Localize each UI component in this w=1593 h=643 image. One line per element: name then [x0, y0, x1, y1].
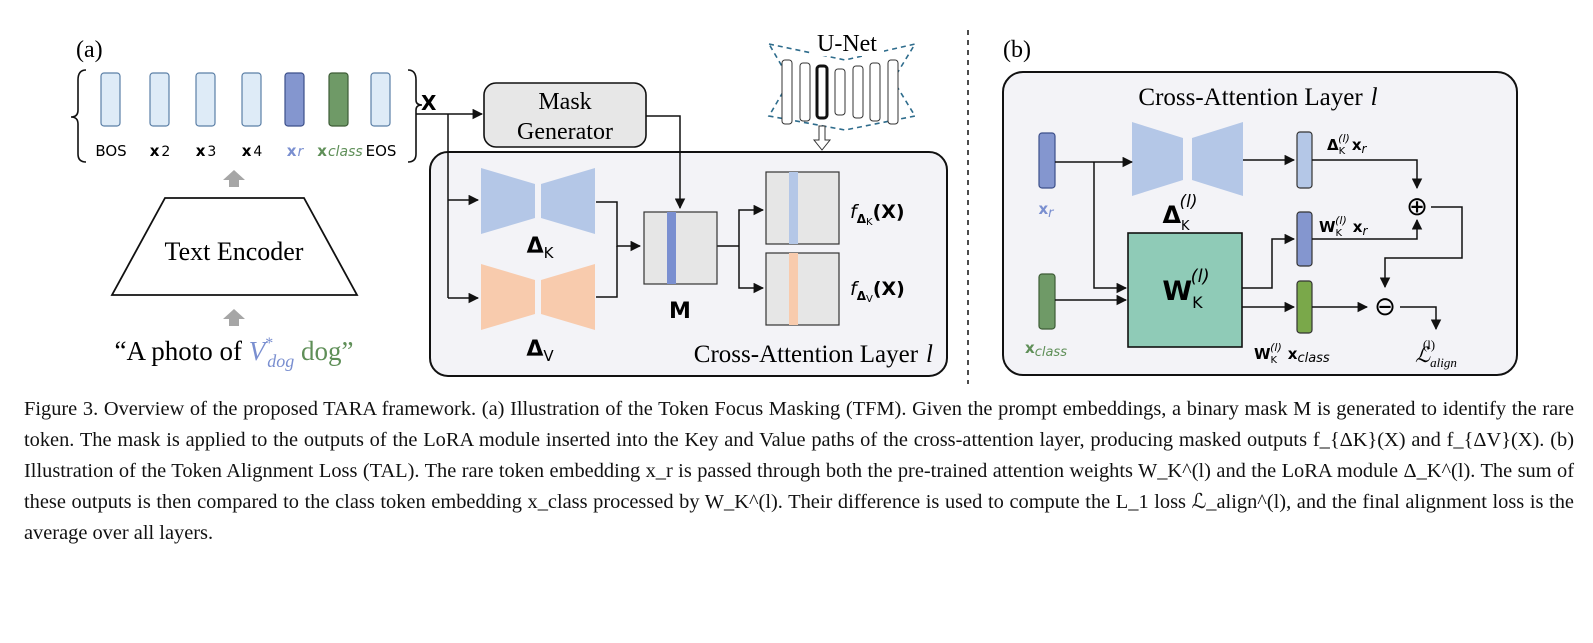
token-label-eos: EOS — [366, 142, 397, 160]
unet-layer — [852, 65, 864, 119]
grey-arrows — [223, 170, 245, 326]
token-label-xclass: xclass — [317, 142, 362, 160]
delta-v-label: ΔV — [526, 337, 554, 365]
token-x3-bar — [195, 72, 216, 127]
unet-label: U-Net — [817, 31, 877, 57]
token-eos-bar — [370, 72, 391, 127]
w-xr-output-label: WK(l)xr — [1319, 214, 1368, 239]
token-x4-bar — [241, 72, 262, 127]
xclass-embedding-bar — [1038, 273, 1056, 330]
masked-output-k-column — [789, 172, 798, 244]
masked-output-v-column — [789, 253, 798, 325]
w-k-l-label: WK(l) — [1162, 266, 1209, 312]
w-xr-output-bar — [1296, 211, 1313, 267]
encoder-to-tokens-arrow — [223, 170, 245, 187]
unet-layer — [834, 68, 846, 116]
mask-generator-block — [483, 82, 647, 148]
w-k-l-block — [1127, 232, 1243, 348]
panel-b-label: (b) — [1003, 37, 1031, 63]
mask-generator-line1: Mask — [538, 89, 591, 115]
caption-text: Figure 3. Overview of the proposed TARA … — [24, 398, 1574, 544]
token-bos-bar — [100, 72, 121, 127]
delta-k-label: ΔK — [527, 234, 555, 262]
xr-embedding-bar — [1038, 132, 1056, 189]
token-xclass-bar — [328, 72, 349, 127]
token-embeddings — [100, 72, 391, 127]
unet-layer — [799, 62, 811, 122]
flow-lines-b — [1055, 154, 1463, 331]
unet-layer — [781, 59, 793, 125]
unet-zoom-arrow — [812, 125, 832, 151]
w-xclass-output-label: WK(l)xclass — [1254, 341, 1330, 366]
figure-caption: Figure 3. Overview of the proposed TARA … — [24, 394, 1574, 549]
prompt-to-encoder-arrow — [223, 309, 245, 326]
left-brace — [70, 69, 87, 163]
unet-layer-selected — [815, 64, 829, 120]
token-xr-bar — [284, 72, 305, 127]
unet-label-bg — [810, 30, 884, 56]
delta-xr-output-label: ΔK(l)xr — [1327, 132, 1368, 157]
w-xclass-output-bar — [1296, 280, 1313, 334]
panel-a-label: (a) — [76, 37, 103, 63]
token-label-xr: xr — [287, 142, 305, 160]
token-x2-bar — [149, 72, 170, 127]
unet-diagram — [767, 42, 917, 151]
mask-rare-column — [667, 212, 676, 284]
text-encoder-block — [110, 197, 359, 296]
xr-label: xr — [1038, 200, 1055, 221]
token-label-bos: BOS — [95, 142, 126, 160]
flow-lines-a — [416, 108, 765, 304]
delta-k-l-block — [1132, 122, 1243, 196]
delta-k-l-label: ΔK(l) — [1162, 192, 1197, 234]
right-brace — [407, 69, 423, 163]
f-delta-v-label: fΔV(X) — [850, 278, 905, 305]
loss-label: ℒalign(l) — [1415, 337, 1457, 370]
mask-matrix — [643, 211, 718, 285]
sum-operator: ⊕ — [1406, 192, 1428, 222]
delta-v-block — [481, 264, 595, 330]
mask-label: M — [669, 299, 691, 324]
cross-attention-panel-b — [1002, 71, 1518, 376]
prompt-text: “A photo of V*dog dog” — [115, 335, 354, 371]
mask-generator-line2: Generator — [517, 119, 613, 145]
delta-output-bar — [1296, 131, 1313, 189]
xclass-label: xclass — [1025, 339, 1067, 360]
x-label: X — [421, 91, 437, 115]
unet-layer — [869, 62, 881, 122]
masked-output-v — [765, 252, 840, 326]
unet-layer — [887, 59, 899, 125]
text-encoder-label: Text Encoder — [165, 237, 304, 266]
delta-k-block — [481, 168, 595, 234]
f-delta-k-label: fΔK(X) — [850, 201, 905, 228]
difference-operator: ⊖ — [1374, 292, 1396, 322]
masked-output-k — [765, 171, 840, 245]
